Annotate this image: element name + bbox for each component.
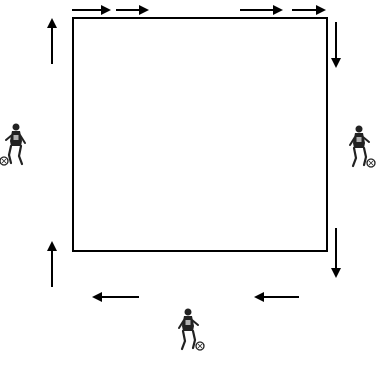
player-part	[185, 309, 192, 316]
player-part	[364, 148, 366, 165]
player-part	[14, 135, 19, 140]
soccer-player-icon	[179, 309, 204, 351]
player-part	[353, 148, 356, 166]
player-part	[13, 124, 20, 131]
field-square	[73, 18, 327, 251]
player-part	[356, 126, 363, 133]
player-part	[357, 137, 362, 142]
player-part	[19, 146, 22, 164]
player-part	[186, 320, 191, 325]
player-part	[182, 331, 185, 349]
soccer-player-icon	[0, 124, 25, 166]
player-part	[9, 146, 11, 163]
player-part	[193, 331, 195, 348]
soccer-player-icon	[350, 126, 375, 168]
